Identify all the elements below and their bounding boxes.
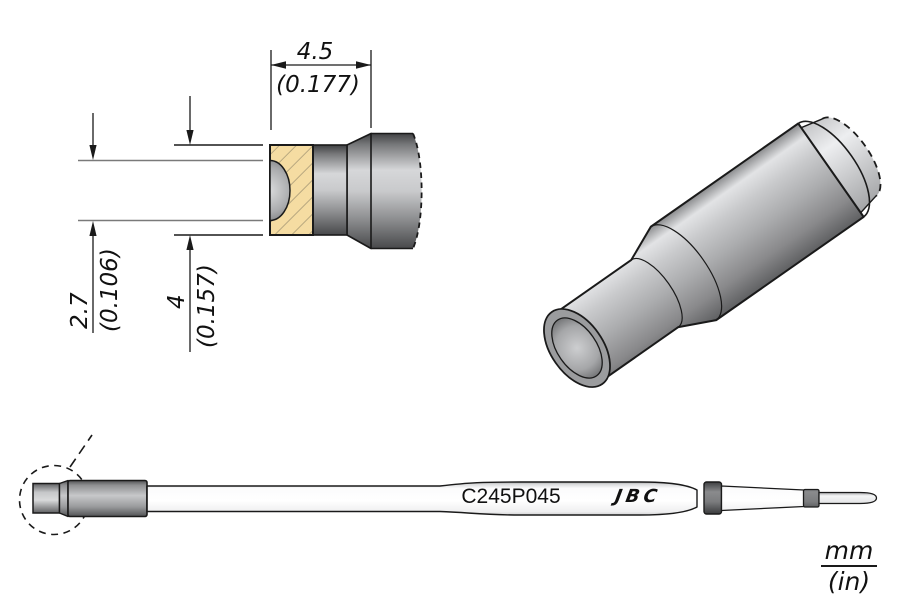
- dim-cartridge-diameter-mm: 4: [164, 294, 190, 309]
- section-small-cylinder: [312, 144, 348, 236]
- cartridge-tip-cylinder: [32, 482, 61, 514]
- dimension-tip-diameter: 2.7 (0.106): [67, 113, 263, 333]
- cartridge-rear-section: [720, 485, 805, 512]
- cartridge-shaft-body: [146, 481, 698, 516]
- iso-broken-stub: [796, 117, 881, 217]
- brand-logo: JBC: [609, 486, 662, 507]
- iso-end-cap-arc: [797, 120, 871, 218]
- cartridge-cone-step: [58, 479, 69, 518]
- dimension-tip-length: 4.5 (0.177): [270, 39, 372, 130]
- iso-collar-arc-small: [630, 257, 683, 328]
- isometric-view: [543, 116, 882, 388]
- dim-tip-length-in: (0.177): [276, 72, 360, 98]
- section-cone: [346, 132, 372, 250]
- section-break-line: [412, 133, 423, 249]
- section-tip-dome: [269, 159, 291, 222]
- cartridge-side-view: C245P045 JBC: [18, 434, 878, 536]
- section-broken-cylinder-edges: [371, 132, 413, 250]
- cartridge-band-rear: [703, 481, 723, 515]
- units-secondary-label: (in): [828, 567, 870, 596]
- arrowhead-left: [271, 61, 286, 69]
- product-code-label: C245P045: [461, 485, 560, 508]
- iso-break-edge: [821, 116, 882, 197]
- cartridge-connector-body: [67, 479, 148, 518]
- units-primary-label: mm: [825, 536, 874, 565]
- dim-tip-diameter-mm: 2.7: [67, 292, 93, 329]
- arrowhead-down: [89, 145, 97, 160]
- arrowhead-down: [186, 130, 194, 145]
- iso-collar-arc-large: [650, 224, 723, 321]
- arrowhead-right: [356, 61, 371, 69]
- cartridge-band-small: [802, 488, 820, 508]
- dimension-cartridge-diameter: 4 (0.157): [164, 96, 263, 352]
- dim-cartridge-diameter-in: (0.157): [194, 264, 220, 348]
- cartridge-contact-tip: [818, 491, 878, 505]
- section-view: [269, 132, 423, 250]
- iso-front-hole: [551, 317, 603, 379]
- dim-tip-diameter-in: (0.106): [97, 248, 123, 332]
- section-broken-cylinder: [371, 133, 422, 249]
- arrowhead-up: [186, 235, 194, 250]
- detail-leader-line: [69, 434, 93, 468]
- units-legend: mm (in): [821, 536, 877, 596]
- dim-tip-length-mm: 4.5: [297, 39, 334, 65]
- arrowhead-up: [89, 221, 97, 236]
